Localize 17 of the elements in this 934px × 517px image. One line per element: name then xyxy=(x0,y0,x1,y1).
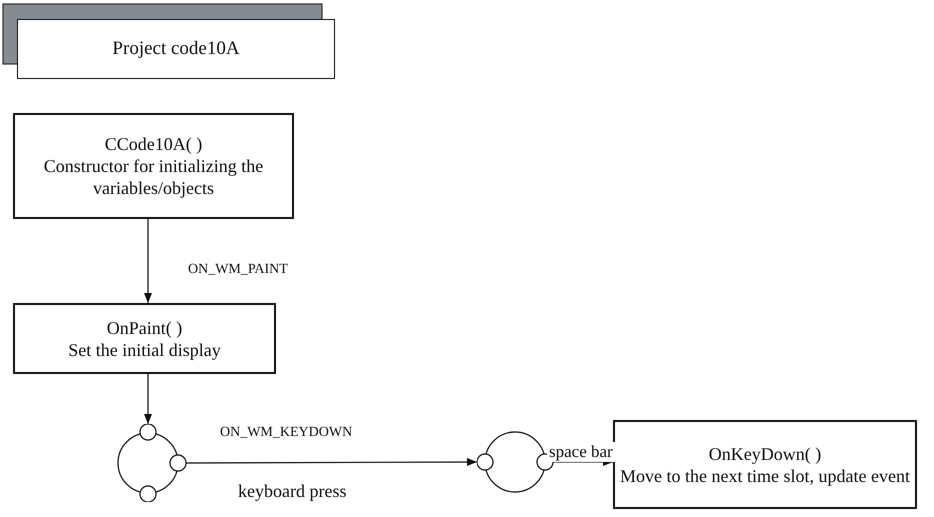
edge-label: space bar xyxy=(547,442,615,462)
box-heading: CCode10A( ) xyxy=(104,133,202,155)
box-heading: Project code10A xyxy=(112,38,240,60)
function-box xyxy=(13,113,294,219)
edge-label: ON_WM_PAINT xyxy=(186,262,290,278)
box-heading: OnKeyDown( ) xyxy=(708,442,822,464)
box-description: Constructor for initializing the variables/objects xyxy=(42,155,264,199)
arrow xyxy=(144,219,152,303)
box-description: Set the initial display xyxy=(68,338,221,360)
arrow xyxy=(186,458,477,466)
box-description: Move to the next time slot, update event xyxy=(620,464,910,486)
function-box xyxy=(613,420,917,509)
function-box xyxy=(13,303,276,374)
project-card xyxy=(17,19,335,79)
edge-label: ON_WM_KEYDOWN xyxy=(218,425,354,441)
arrow xyxy=(144,374,152,424)
box-heading: OnPaint( ) xyxy=(106,316,182,338)
